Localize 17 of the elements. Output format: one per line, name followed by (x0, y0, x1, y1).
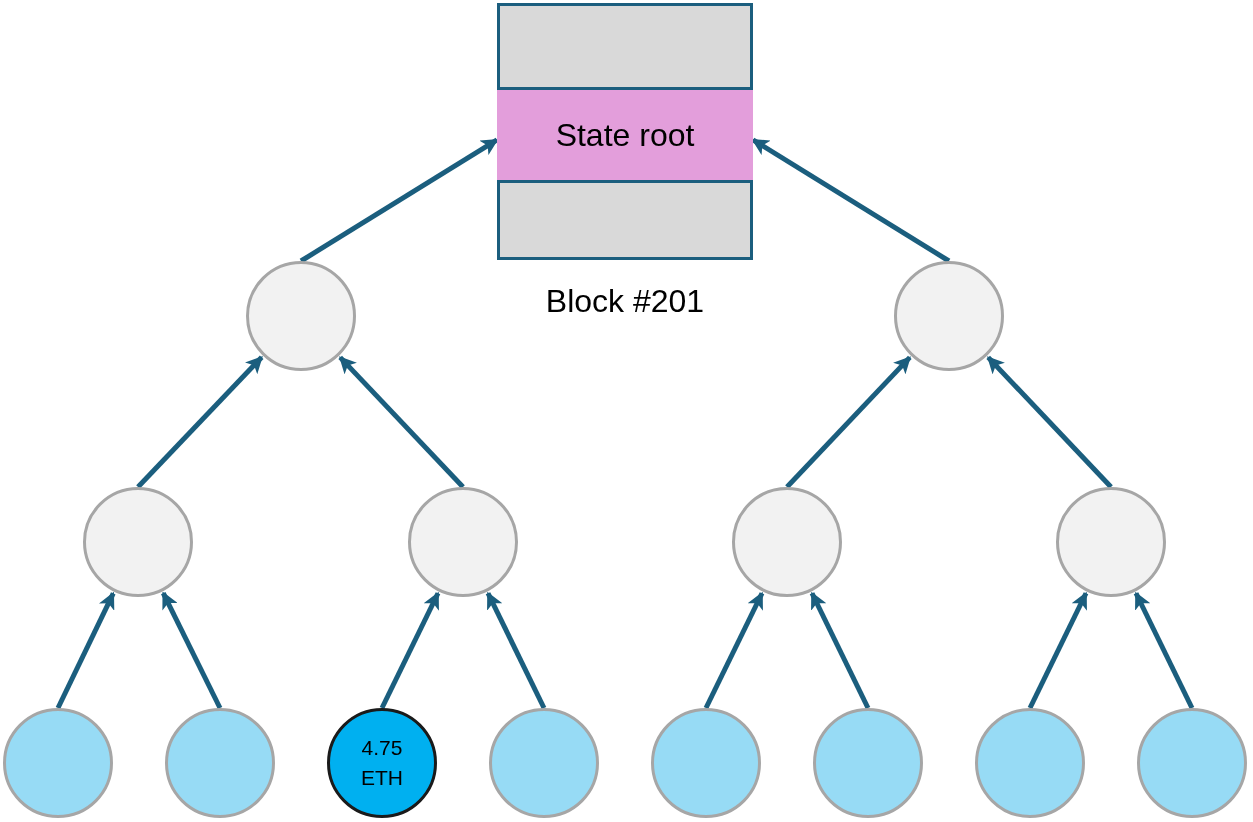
arrow (703, 591, 765, 710)
arrow (379, 591, 441, 710)
arrow (136, 355, 264, 489)
arrow (809, 591, 871, 710)
arrow (986, 355, 1113, 489)
arrow (55, 591, 116, 710)
node-label: 4.75 ETH (360, 735, 404, 791)
state-root-section (497, 87, 753, 183)
arrow (161, 591, 223, 710)
arrow (1133, 591, 1195, 710)
arrow (485, 591, 547, 710)
arrow (338, 355, 465, 489)
node-label: State root (555, 116, 695, 155)
block-caption: Block #201 (544, 282, 706, 321)
arrow (785, 355, 912, 489)
block-box (497, 3, 753, 260)
arrow (1027, 591, 1089, 710)
